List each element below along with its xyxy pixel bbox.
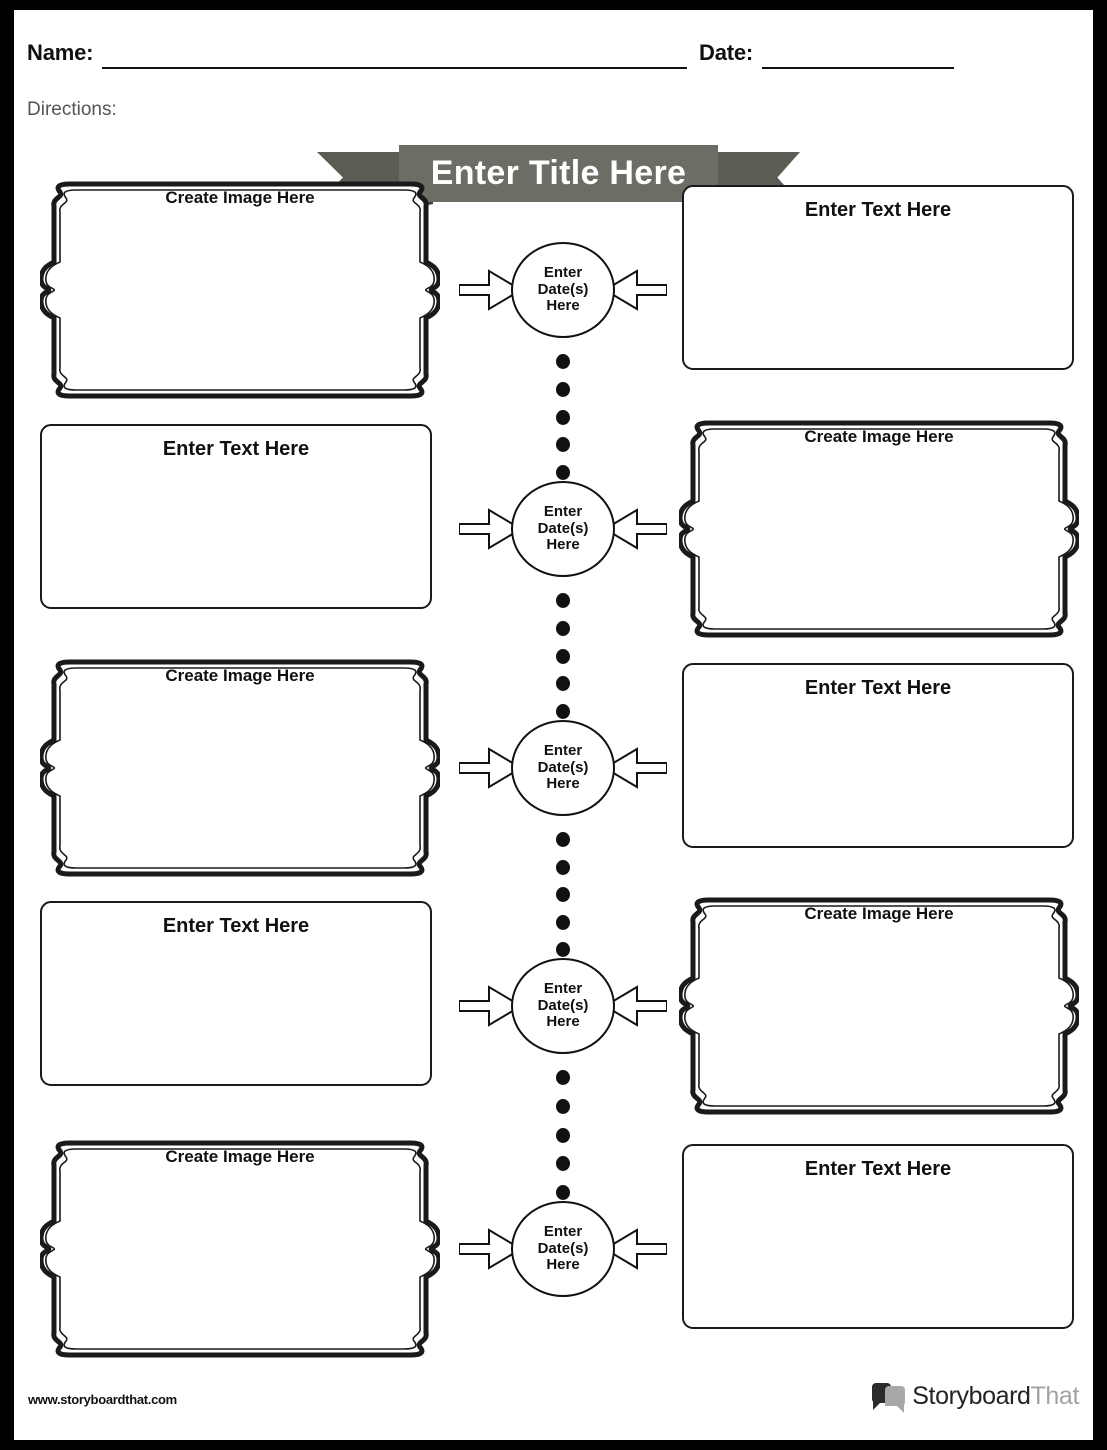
speech-bubble-light-icon [885,1386,906,1413]
timeline-connector-dot [556,676,570,692]
arrow-into-node-from-left [459,508,521,550]
title-text: Enter Title Here [430,154,687,192]
timeline-connector-dot [556,648,570,664]
arrow-into-node-from-left [459,1228,521,1270]
node-label-line-2: Date(s) [537,280,589,298]
node-label-line-3: Here [546,1256,580,1274]
node-label-line-2: Date(s) [537,1239,589,1257]
logo-word-that: That [1030,1381,1080,1410]
image-placeholder-frame[interactable]: Create Image Here [40,1133,440,1365]
text-placeholder-box[interactable]: Enter Text Here [40,900,432,1086]
speech-bubble-icon [872,1381,906,1413]
text-placeholder-box[interactable]: Enter Text Here [682,184,1074,370]
worksheet-header: Name: Date: Directions: [14,10,1093,120]
image-placeholder-caption: Create Image Here [165,1147,315,1166]
image-placeholder-caption: Create Image Here [804,427,954,446]
arrow-into-node-from-left [459,747,521,789]
storyboardthat-logo: StoryboardThat [872,1379,1079,1413]
text-placeholder-box[interactable]: Enter Text Here [682,662,1074,848]
node-label-line-3: Here [546,1013,580,1031]
title-banner[interactable]: Enter Title Here [317,145,800,211]
footer-url[interactable]: www.storyboardthat.com [28,1392,177,1407]
image-placeholder-frame[interactable]: Create Image Here [679,890,1079,1122]
node-label-line-3: Here [546,775,580,793]
timeline-connector-dot [556,914,570,930]
timeline-connector-dot [556,1098,570,1114]
timeline-connector-dot [556,593,570,608]
timeline-connector-dot [556,409,570,425]
text-placeholder-box[interactable]: Enter Text Here [682,1143,1074,1329]
node-label-line-1: Enter [543,741,583,759]
timeline-connector-dot [556,1070,570,1085]
node-label-line-3: Here [546,297,580,315]
timeline-connector-dot [556,704,570,719]
node-label-line-1: Enter [543,263,583,281]
arrow-into-node-from-right [605,747,667,789]
arrow-into-node-from-right [605,269,667,311]
timeline-connector-dot [556,1127,570,1143]
timeline-connector-dot [556,887,570,902]
timeline-connector-dot [556,942,570,957]
text-placeholder-caption: Enter Text Here [162,914,310,937]
arrow-into-node-from-right [605,985,667,1027]
date-write-line[interactable] [762,67,954,69]
image-placeholder-caption: Create Image Here [165,188,315,207]
image-placeholder-frame[interactable]: Create Image Here [679,413,1079,645]
node-label-line-1: Enter [543,1222,583,1240]
directions-label: Directions: [27,99,117,120]
node-label-line-2: Date(s) [537,758,589,776]
image-placeholder-caption: Create Image Here [804,904,954,923]
text-placeholder-caption: Enter Text Here [804,1157,952,1180]
worksheet-page: Name: Date: Directions: Enter Title Here… [14,10,1093,1440]
timeline-connector-dot [556,859,570,875]
image-placeholder-frame[interactable]: Create Image Here [40,652,440,884]
timeline-connector-dot [556,354,570,369]
node-label-line-1: Enter [543,502,583,520]
name-write-line[interactable] [102,67,687,69]
text-placeholder-caption: Enter Text Here [804,198,952,221]
node-label-line-2: Date(s) [537,519,589,537]
timeline-connector-dot [556,832,570,847]
timeline-connector-dot [556,1185,570,1200]
date-label: Date: [699,40,754,65]
arrow-into-node-from-left [459,985,521,1027]
text-placeholder-caption: Enter Text Here [804,676,952,699]
timeline-connector-dot [556,437,570,453]
timeline-connector-dot [556,1156,570,1172]
node-label-line-2: Date(s) [537,996,589,1014]
image-placeholder-frame[interactable]: Create Image Here [40,174,440,406]
ribbon-band: Enter Title Here [399,145,718,202]
timeline-connector-dot [556,465,570,480]
text-placeholder-caption: Enter Text Here [162,437,310,460]
timeline-connector-dot [556,381,570,397]
timeline-connector-dot [556,620,570,636]
image-placeholder-caption: Create Image Here [165,666,315,685]
arrow-into-node-from-right [605,508,667,550]
arrow-into-node-from-right [605,1228,667,1270]
text-placeholder-box[interactable]: Enter Text Here [40,423,432,609]
logo-word-storyboard: Storyboard [912,1381,1031,1410]
arrow-into-node-from-left [459,269,521,311]
name-label: Name: [27,40,94,65]
node-label-line-1: Enter [543,979,583,997]
node-label-line-3: Here [546,536,580,554]
logo-wordmark: StoryboardThat [912,1382,1079,1411]
